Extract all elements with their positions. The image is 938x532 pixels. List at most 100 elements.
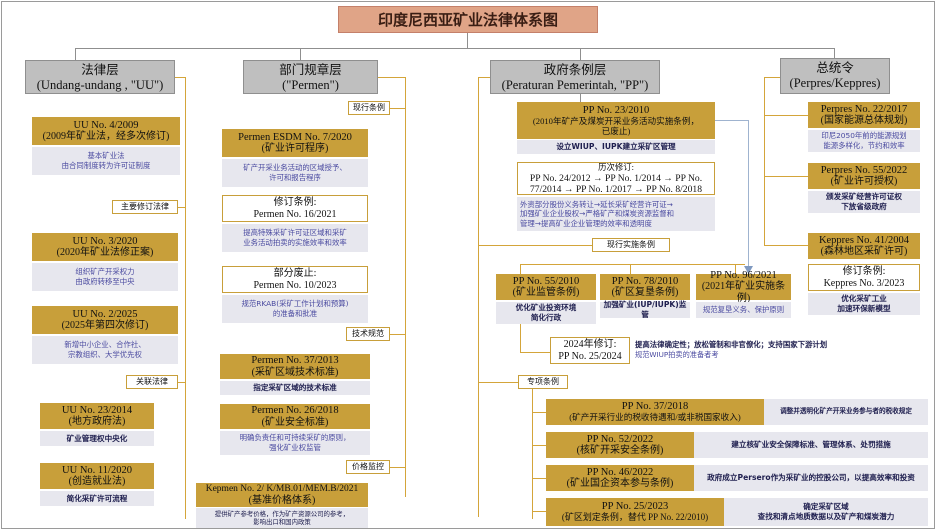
connector [580,94,581,102]
desc-line: 能源多样化，节约和效率 [823,141,905,150]
pp-23-2010-box: PP No. 23/2010 (2010年矿产及煤炭开采业务活动实施条例， 已废… [517,102,715,139]
law-subtitle: (2009年矿业法，经多次修订) [42,131,170,142]
connector [520,352,550,353]
law-number: Permen No. 16/2021 [253,208,337,220]
connector [764,77,765,245]
permen-16-2021-box: 修订条例: Permen No. 16/2021 [222,195,368,222]
permen-16-2021-desc: 提高特殊采矿许可证区域和采矿 业务活动拍卖的实施效率和效率 [222,224,368,252]
pp-25-2023-desc: 确定采矿区域 查找和清点地质数据以及矿产和煤炭潜力 [724,498,928,526]
law-layer-header: 法律层 (Undang-undang , "UU") [25,60,175,94]
perpres-55-2022-desc: 颁发采矿经营许可证权 下放省级政府 [808,191,920,213]
connector [478,77,490,78]
law-number: Perpres No. 22/2017 [820,103,908,115]
price-monitoring-tag: 价格监控 [346,460,390,474]
desc-line: 优化采矿工业 [841,294,887,304]
permen-10-2023-desc: 规范RKAB(采矿工作计划和预算) 的准备和批准 [222,295,368,323]
law-number: PP No. 37/2018 [621,400,689,412]
related-laws-tag: 关联法律 [126,375,178,389]
pp-55-2010-box: PP No. 55/2010 (矿业监管条例) [496,274,596,300]
desc-line: 矿产开采业务活动的区域授予、 [243,163,347,173]
connector [178,382,185,383]
connector [175,77,185,78]
connector [834,48,835,60]
connector [478,245,592,246]
permen-26-2018-desc: 明确负责任和可持续采矿的原则， 强化矿业权监管 [220,431,370,455]
uu-2-2025-box: UU No. 2/2025 (2025年第四次修订) [32,306,178,334]
uu-23-2014-desc: 矿业管理权中央化 [40,431,154,446]
law-number: Perpres No. 55/2022 [820,164,908,176]
label-line: 修订条例: [842,266,886,277]
permen-37-2013-desc: 指定采矿区域的技术标准 [220,381,370,395]
uu-2-2025-desc: 新增中小企业、合作社、 宗教组织、大学优先权 [32,336,178,364]
connector [532,511,546,512]
header-subtitle: (Undang-undang , "UU") [36,78,164,92]
desc-line: 管理→提高矿业企业管理的效率和透明度 [520,218,652,228]
current-implementing-tag: 现行实施条例 [592,238,670,252]
connector [185,77,186,519]
connector [764,77,780,78]
desc-line: 印尼2050年前的能源规划 [821,131,907,141]
desc-line: 基本矿业法 [87,151,125,161]
label-line: 部分废止: [273,268,317,279]
desc-line: 加强矿业企业股权→严格矿产和煤炭资源监督和 [520,209,675,219]
perpres-22-2017-box: Perpres No. 22/2017 (国家能源总体规划) [808,102,920,128]
uu-3-2020-box: UU No. 3/2020 (2020年矿业法修正案) [32,233,178,261]
technical-standards-tag: 技术规范 [346,327,390,341]
desc-line: 加速环保新模型 [837,304,891,313]
label-line: 2024年修订: [563,339,617,350]
law-number: PP No. 52/2022 [586,433,654,445]
law-subtitle: (2020年矿业法修正案) [56,247,154,258]
law-number: UU No. 11/2020 [62,464,132,476]
header-title: 总统令 [816,61,854,75]
pp-37-2018-desc: 调整并透明化矿产开采业务参与者的税收规定 [764,399,928,425]
keppres-3-2023-desc: 优化采矿工业 加速环保新模型 [808,293,920,315]
connector [764,115,808,116]
desc-line: 优化矿业投资环境 [515,303,577,313]
desc-line: 调整并透明化矿产开采业务参与者的税收规定 [780,407,912,416]
law-number: Permen No. 10/2023 [253,279,337,291]
law-subtitle: (矿区复垦条例) [611,287,679,298]
arrow-down-icon [744,266,753,274]
connector [405,77,406,497]
law-subtitle: (矿业许可程序) [261,143,329,154]
connector [390,334,405,335]
desc-line: 查找和清点地质数据以及矿产和煤炭潜力 [757,512,895,521]
pp-55-2010-desc: 优化矿业投资环境 简化行政 [496,302,596,324]
law-number: PP No. 78/2010 [611,275,679,287]
law-subtitle: (矿业监管条例) [512,287,580,298]
law-number: UU No. 4/2009 [73,119,139,131]
connector [520,264,745,265]
pp-25-2023-box: PP No. 25/2023 (矿区划定条例，替代 PP No. 22/2010… [546,498,724,526]
connector [735,264,736,274]
connector [630,264,631,274]
law-subtitle: (基准价格体系) [248,495,316,506]
permen-esdm-7-2020-box: Permen ESDM No. 7/2020 (矿业许可程序) [222,129,368,157]
pp-23-2010-desc: 设立WIUP、IUPK建立采矿区管理 [517,140,715,154]
desc-line: 规范RKAB(采矿工作计划和预算) [241,299,349,309]
law-number: PP No. 55/2010 [512,275,580,287]
law-subtitle: (2021年矿业实施条例) [701,281,786,304]
current-regulations-tag: 现行条例 [348,101,390,115]
uu-23-2014-box: UU No. 23/2014 (地方政府法) [40,403,154,429]
law-subtitle: (国家能源总体规划) [820,115,908,126]
desc-line: 外资部分股份义务转让→延长采矿经营许可证→ [520,199,673,209]
pp-96-2021-box: PP No. 96/2021 (2021年矿业实施条例) [696,270,791,304]
law-number: UU No. 23/2014 [61,404,133,416]
label-line: 历次修订: [598,162,634,172]
presidential-decree-header: 总统令 (Perpres/Keppres) [780,58,890,94]
law-number: Keppres No. 41/2004 [818,234,910,246]
connector [532,445,546,446]
connector [532,412,546,413]
pp-46-2022-desc: 政府成立Persero作为采矿业的控股公司，以提高效率和投资 [694,465,928,491]
arrow-line [748,120,749,270]
desc-line: 组织矿产开采权力 [75,267,135,277]
connector [580,48,581,60]
connector [300,48,301,60]
header-subtitle: ("Permen") [282,78,339,92]
connector [532,478,546,479]
permen-10-2023-box: 部分废止: Permen No. 10/2023 [222,266,368,293]
desc-line: 建立核矿业安全保障标准、管理体系、处罚措施 [731,440,891,450]
law-subtitle: (矿产开采行业的税收待遇和/或非税国家收入) [569,412,741,422]
desc-line: 提高特殊采矿许可证区域和采矿 [243,228,347,238]
permen-26-2018-box: Permen No. 26/2018 (矿业安全标准) [220,404,370,429]
